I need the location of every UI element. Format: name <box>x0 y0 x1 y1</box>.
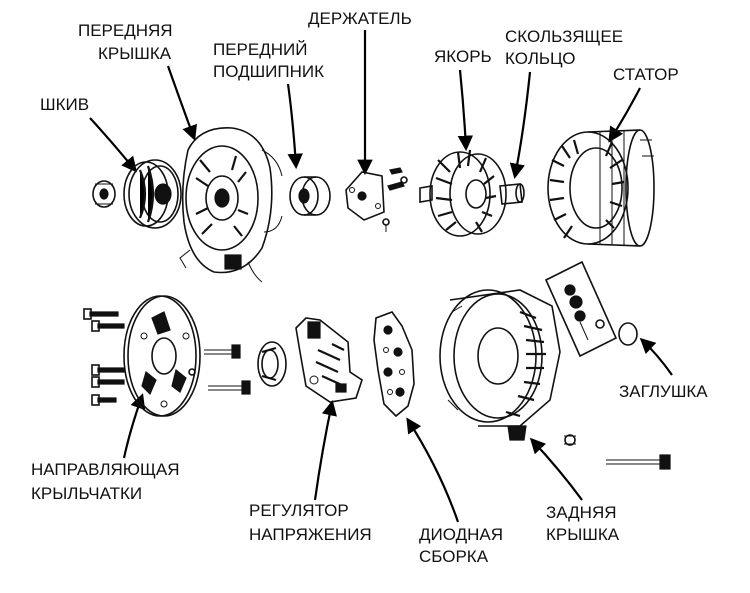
leader-pulley <box>89 117 137 173</box>
leader-front-cover <box>166 65 197 141</box>
label-regulator-line2: НАПРЯЖЕНИЯ <box>249 525 372 544</box>
screws-mid-part <box>204 344 251 395</box>
label-rear-cover-line1: ЗАДНЯЯ <box>546 503 617 522</box>
label-front-bearing-line2: ПОДШИПНИК <box>213 62 324 81</box>
pulley-part <box>123 159 182 229</box>
plug-kit-part <box>544 260 638 358</box>
leader-regulator <box>313 399 337 501</box>
label-slip-ring-line2: КОЛЬЦО <box>505 49 575 68</box>
label-fan-guide-line2: КРЫЛЬЧАТКИ <box>31 484 142 503</box>
long-bolt-part <box>564 434 671 470</box>
label-plug: ЗАГЛУШКА <box>619 382 708 401</box>
label-front-cover-line1: ПЕРЕДНЯЯ <box>78 21 173 40</box>
label-diode-line2: СБОРКА <box>419 547 489 566</box>
label-pulley: ШКИВ <box>40 95 89 114</box>
leader-rear-cover <box>529 437 583 501</box>
leader-rotor <box>457 69 474 152</box>
regulator-part <box>295 317 363 403</box>
divider-mark <box>247 261 263 283</box>
leader-front-bearing <box>286 83 303 170</box>
bolts-left-part <box>83 308 125 406</box>
leader-fan-guide <box>122 393 146 459</box>
front-cover-part <box>179 127 283 274</box>
leader-slip-ring <box>509 71 532 180</box>
label-holder: ДЕРЖАТЕЛЬ <box>308 9 412 28</box>
leader-diode <box>406 417 460 523</box>
leader-stator <box>608 87 641 143</box>
rear-cover-part <box>439 289 561 441</box>
rotor-part <box>419 149 525 237</box>
label-slip-ring-line1: СКОЛЬЗЯЩЕЕ <box>505 27 623 46</box>
label-front-bearing-line1: ПЕРЕДНИЙ <box>213 40 307 59</box>
label-stator: СТАТОР <box>613 65 679 84</box>
label-regulator-line1: РЕГУЛЯТОР <box>249 501 349 520</box>
diode-assembly-part <box>373 311 415 418</box>
label-rear-cover-line2: КРЫШКА <box>546 525 620 544</box>
label-diode-line1: ДИОДНАЯ <box>419 525 503 544</box>
label-fan-guide-line1: НАПРАВЛЯЮЩАЯ <box>31 460 180 479</box>
brush-cover-part <box>257 341 287 387</box>
leader-plug <box>639 337 673 376</box>
fan-guide-part <box>123 295 201 417</box>
holder-part <box>345 167 408 232</box>
nut-part <box>92 180 116 208</box>
label-front-cover-line2: КРЫШКА <box>98 44 172 63</box>
stator-part <box>547 129 655 247</box>
front-bearing-part <box>289 176 331 216</box>
label-rotor: ЯКОРЬ <box>434 47 492 66</box>
